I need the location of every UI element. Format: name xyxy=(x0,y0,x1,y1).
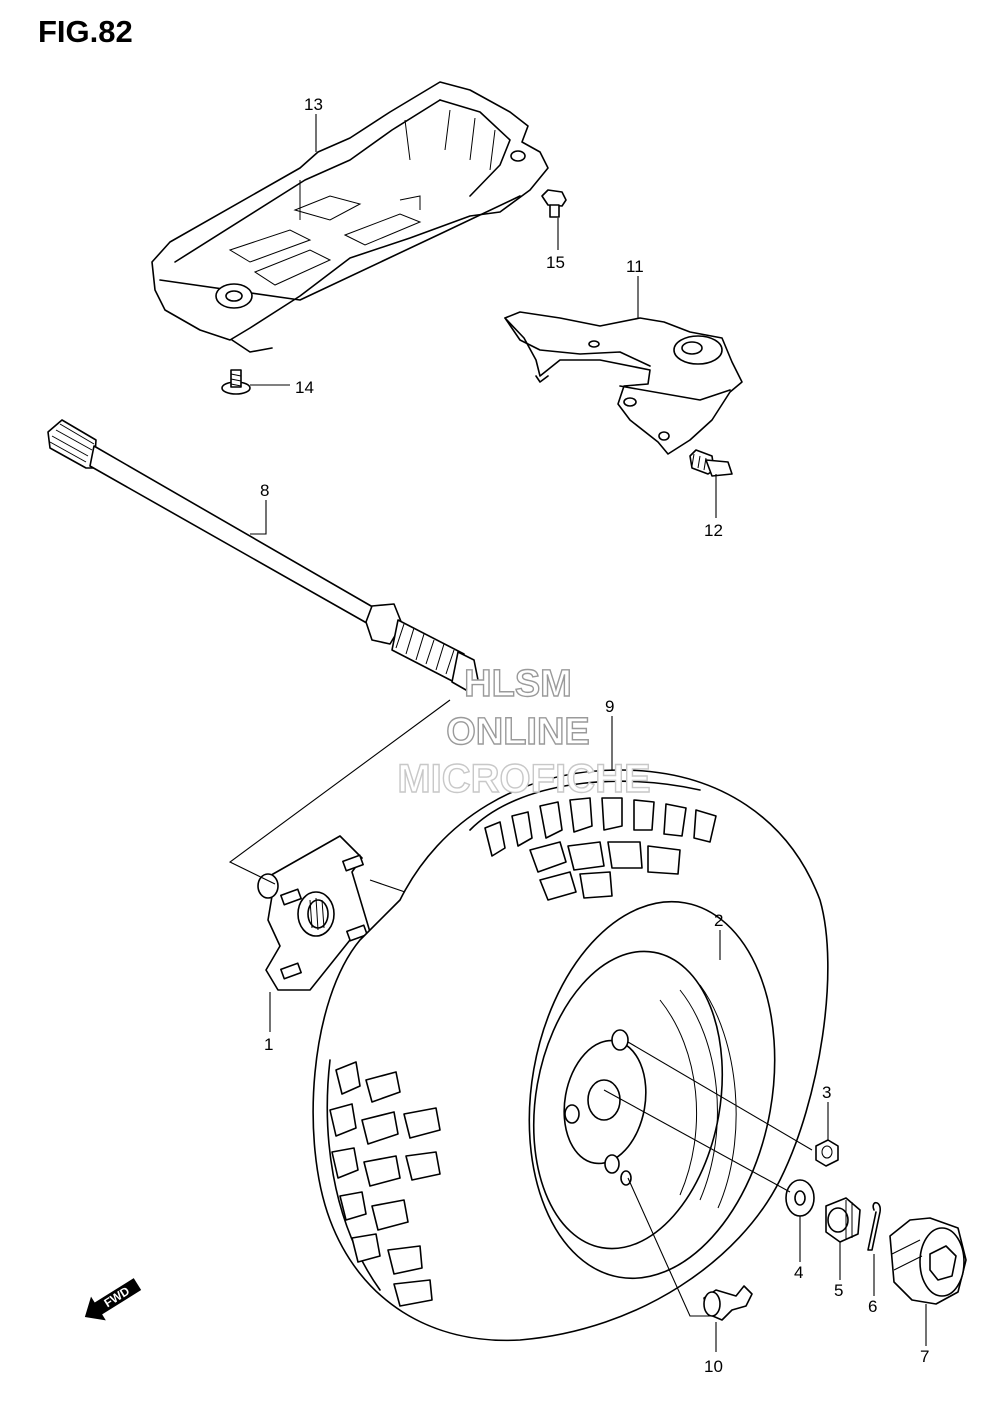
leader-lines xyxy=(250,114,927,1352)
watermark-line3: MICROFICHE xyxy=(397,757,650,801)
nut-3[interactable] xyxy=(815,1139,839,1167)
callout-3: 3 xyxy=(822,1083,831,1102)
bolt-14[interactable] xyxy=(221,369,251,395)
callout-7: 7 xyxy=(920,1347,929,1366)
callout-11: 11 xyxy=(626,257,644,276)
bolt-15[interactable] xyxy=(541,189,567,218)
watermark-line1: HLSM xyxy=(464,663,572,705)
watermark-line2: ONLINE xyxy=(446,711,590,753)
wheel-hub[interactable] xyxy=(257,835,371,991)
hub-cap-7[interactable] xyxy=(889,1217,967,1305)
callout-2: 2 xyxy=(714,911,723,930)
valve-stem-10[interactable] xyxy=(703,1285,753,1321)
callout-14: 14 xyxy=(295,378,314,397)
wheel-rim[interactable] xyxy=(501,882,803,1298)
cotter-pin-6[interactable] xyxy=(867,1201,881,1251)
skid-plate[interactable] xyxy=(151,81,549,353)
figure-title: FIG.82 xyxy=(38,14,133,49)
callout-13: 13 xyxy=(304,95,323,114)
callout-15: 15 xyxy=(546,253,565,272)
callout-4: 4 xyxy=(794,1263,803,1282)
callout-6: 6 xyxy=(868,1297,877,1316)
washer-4[interactable] xyxy=(785,1179,815,1217)
callout-10: 10 xyxy=(704,1357,723,1376)
castle-nut-5[interactable] xyxy=(825,1197,861,1243)
bracket-11[interactable] xyxy=(504,311,743,455)
callout-labels: 13 15 11 14 8 12 9 2 1 3 4 5 6 7 10 xyxy=(260,95,929,1376)
drive-shaft[interactable] xyxy=(47,419,479,691)
callout-5: 5 xyxy=(834,1281,843,1300)
callout-8: 8 xyxy=(260,481,269,500)
callout-9: 9 xyxy=(605,697,614,716)
fwd-arrow: FWD xyxy=(84,1278,142,1321)
callout-1: 1 xyxy=(264,1035,273,1054)
watermark: HLSM ONLINE MICROFICHE xyxy=(397,662,652,801)
callout-12: 12 xyxy=(704,521,723,540)
bolt-12[interactable] xyxy=(689,449,733,477)
